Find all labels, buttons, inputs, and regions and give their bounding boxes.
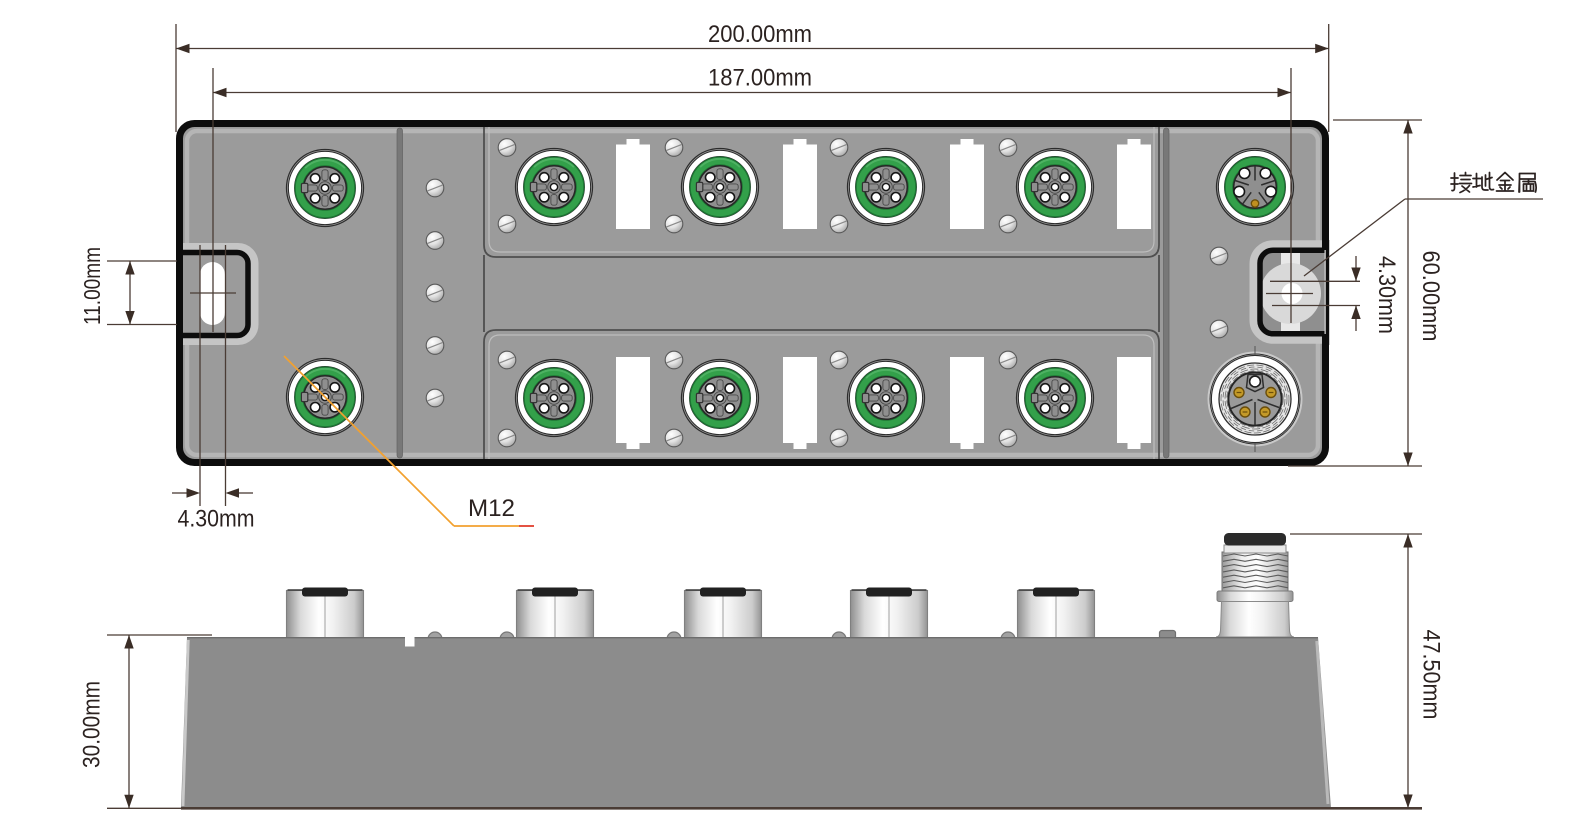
svg-text:187.00mm: 187.00mm: [708, 65, 812, 92]
svg-text:4.30mm: 4.30mm: [178, 506, 255, 533]
svg-text:200.00mm: 200.00mm: [708, 21, 812, 48]
svg-text:47.50mm: 47.50mm: [1418, 630, 1445, 720]
svg-text:60.00mm: 60.00mm: [1417, 251, 1444, 342]
svg-text:M12: M12: [468, 495, 515, 522]
svg-text:30.00mm: 30.00mm: [79, 681, 106, 768]
svg-text:11.00mm: 11.00mm: [79, 247, 105, 325]
svg-text:4.30mm: 4.30mm: [1373, 256, 1400, 334]
